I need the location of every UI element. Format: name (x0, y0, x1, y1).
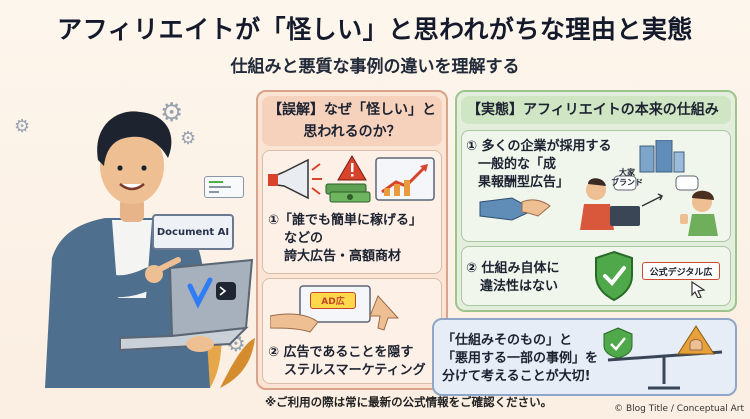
reality-item2-line1: ② 仕組み自体に (466, 261, 560, 276)
brand-label: 大家 ブランド (611, 168, 643, 188)
person-with-laptop-illustration (45, 111, 255, 388)
rising-chart-icon (375, 157, 435, 201)
conclusion-line3: 分けて考えることが大切! (442, 369, 591, 384)
cursor-icon (691, 280, 706, 298)
reality-item1-line2: 一般的な「成 (478, 157, 557, 172)
pointing-hand-icon (369, 295, 400, 331)
arrow-icon (641, 193, 664, 207)
money-stack-icon (325, 183, 371, 203)
leaf-icon-2 (220, 338, 255, 388)
misconception-heading-line1: 【誤解】なぜ「怪しい」と (268, 102, 436, 118)
misconception-item2-line2: ステルスマーケティング (284, 363, 426, 378)
stop-hand-icon (689, 339, 703, 351)
misconception-item1-line3: 誇大広告・高額商材 (284, 249, 402, 264)
misconception-heading-line2: 思われるのか？ (303, 124, 401, 140)
gear-icon: ⚙ (160, 98, 184, 128)
company-building-icon (639, 140, 685, 173)
customer-thumbs-up-icon (680, 190, 718, 236)
reality-item1-line3: 果報酬型広告」 (478, 175, 570, 190)
chat-bubble-icon-2 (675, 175, 699, 191)
warning-icon (337, 155, 367, 181)
brand-label-line2: ブランド (611, 178, 643, 187)
reality-item2-line2: 違法性はない (480, 279, 559, 294)
brand-label-line1: 大家 (619, 168, 635, 177)
credit: © Blog Title / Conceptual Art (614, 404, 744, 414)
footnote: ※ご利用の際は常に最新の公式情報をご確認ください。 (265, 395, 553, 409)
conclusion-box (432, 318, 737, 396)
official-digital-ad-badge: 公式デジタル広 (642, 262, 720, 280)
gear-icon-left: ⚙ (14, 116, 31, 137)
page-subtitle: 仕組みと悪質な事例の違いを理解する (230, 57, 520, 77)
misconception-item1-line2: などの (284, 231, 324, 246)
chat-bubble-icon (613, 175, 637, 191)
misconception-heading: 【誤解】なぜ「怪しい」と 思われるのか？ (262, 96, 442, 146)
misconception-item2-line1: ② 広告であることを隠す (268, 345, 414, 360)
code-window-icon (204, 176, 244, 198)
exaggerated-ad-illustration (268, 155, 435, 203)
misconception-item1-line1: ①「誰でも簡単に稼げる」 (268, 213, 423, 228)
conclusion-line2: 「悪用する一部の事例」を (442, 351, 599, 366)
handshake-icon (479, 197, 551, 221)
logo-v-icon (187, 277, 213, 309)
ad-badge: AD広 (310, 292, 356, 309)
megaphone-icon (268, 158, 322, 200)
hand-hiding-icon (270, 313, 319, 333)
shield-check-icon (595, 250, 633, 302)
conclusion-line1: 「仕組みそのもの」と (442, 333, 573, 348)
performance-ad-illustration (479, 140, 718, 236)
person-at-laptop-icon (580, 178, 640, 230)
page-title: アフィリエイトが「怪しい」と思われがちな理由と実態 (57, 15, 693, 44)
shield-check-small-icon (603, 327, 633, 359)
gear-icon-small: ⚙ (180, 128, 197, 149)
reality-item1-line1: ① 多くの企業が採用する (466, 139, 612, 154)
balance-scale-illustration (603, 325, 723, 390)
stealth-marketing-illustration (270, 285, 400, 333)
document-ai-card: Document AI (152, 214, 234, 250)
reality-heading: 【実態】アフィリエイトの本来の仕組み (461, 96, 731, 124)
